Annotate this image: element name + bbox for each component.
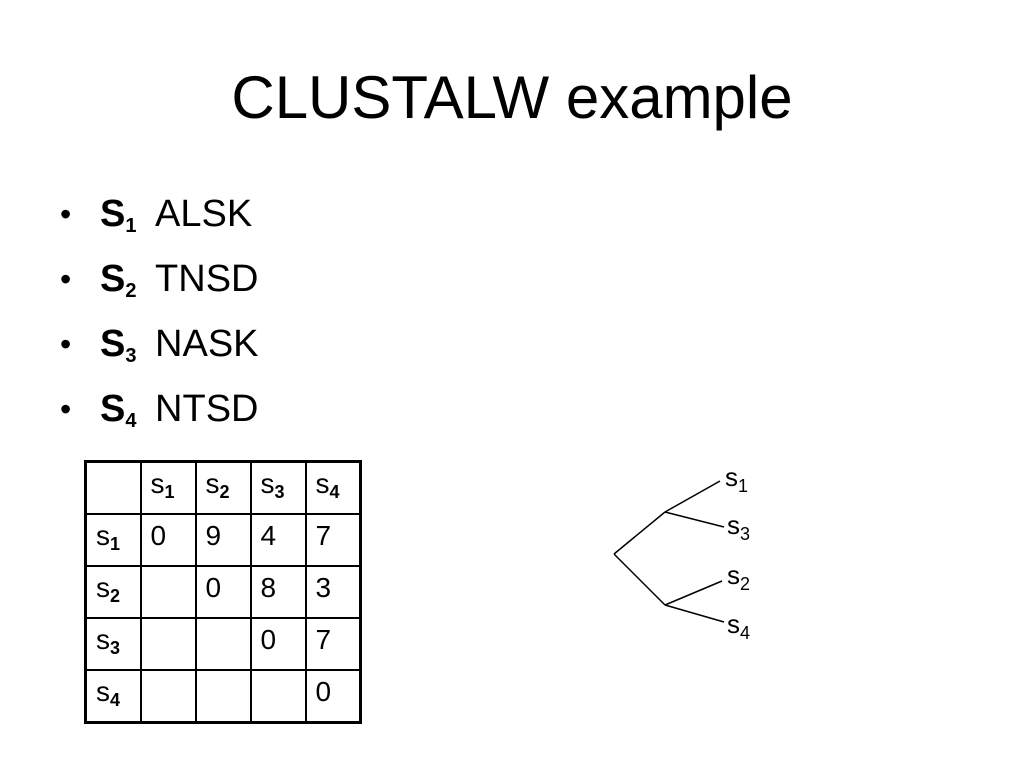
bullet-icon: • <box>60 261 72 297</box>
matrix-cell <box>139 669 197 724</box>
sequence-item-s2: • S2 TNSD <box>60 253 259 318</box>
sequence-label: S3 <box>100 323 137 367</box>
matrix-cell <box>194 617 252 671</box>
matrix-col-header: s1 <box>139 460 197 515</box>
matrix-cell: 7 <box>304 617 362 671</box>
matrix-cell: 0 <box>249 617 307 671</box>
sequence-item-s1: • S1 ALSK <box>60 188 259 253</box>
tree-leaf-label: s1 <box>725 462 748 496</box>
guide-tree: s1 s3 s2 s4 <box>613 462 750 643</box>
sequence-label: S4 <box>100 388 137 432</box>
matrix-row-header: s2 <box>84 565 142 619</box>
matrix-col-header: s2 <box>194 460 252 515</box>
matrix-cell: 4 <box>249 513 307 567</box>
bullet-icon: • <box>60 326 72 362</box>
bullet-icon: • <box>60 391 72 427</box>
sequence-text: NASK <box>155 323 259 365</box>
matrix-cell: 7 <box>304 513 362 567</box>
sequence-text: TNSD <box>155 258 259 300</box>
matrix-row: s2 0 8 3 <box>84 565 362 619</box>
tree-branch <box>664 480 721 513</box>
matrix-cell <box>139 565 197 619</box>
matrix-row: s3 0 7 <box>84 617 362 671</box>
matrix-cell <box>139 617 197 671</box>
matrix-corner-cell <box>84 460 142 515</box>
tree-branch <box>613 553 666 606</box>
matrix-cell: 9 <box>194 513 252 567</box>
matrix-row-header: s3 <box>84 617 142 671</box>
sequence-label: S2 <box>100 258 137 302</box>
sequence-text: ALSK <box>155 193 253 235</box>
tree-branch <box>664 580 723 606</box>
distance-matrix: s1 s2 s3 s4 s1 0 9 4 7 s2 0 8 3 s3 0 7 s… <box>84 460 362 724</box>
matrix-row-header: s4 <box>84 669 142 724</box>
matrix-cell: 0 <box>194 565 252 619</box>
tree-leaf-label: s4 <box>727 609 750 643</box>
matrix-col-header: s4 <box>304 460 362 515</box>
matrix-col-header: s3 <box>249 460 307 515</box>
matrix-row-header: s1 <box>84 513 142 567</box>
matrix-row: s1 0 9 4 7 <box>84 513 362 567</box>
tree-branch <box>613 511 666 555</box>
sequence-list: • S1 ALSK • S2 TNSD • S3 NASK • S4 NTSD <box>60 188 259 448</box>
matrix-cell: 8 <box>249 565 307 619</box>
matrix-cell: 0 <box>304 669 362 724</box>
matrix-cell: 0 <box>139 513 197 567</box>
sequence-text: NTSD <box>155 388 259 430</box>
tree-branch <box>664 604 725 623</box>
matrix-row: s4 0 <box>84 669 362 724</box>
tree-branch <box>664 511 725 528</box>
tree-leaf-label: s3 <box>727 510 750 544</box>
bullet-icon: • <box>60 196 72 232</box>
tree-leaf-label: s2 <box>727 560 750 594</box>
slide-title: CLUSTALW example <box>231 64 793 131</box>
matrix-cell: 3 <box>304 565 362 619</box>
matrix-cell <box>194 669 252 724</box>
sequence-item-s3: • S3 NASK <box>60 318 259 383</box>
matrix-cell <box>249 669 307 724</box>
matrix-header-row: s1 s2 s3 s4 <box>84 460 362 515</box>
sequence-item-s4: • S4 NTSD <box>60 383 259 448</box>
sequence-label: S1 <box>100 193 137 237</box>
